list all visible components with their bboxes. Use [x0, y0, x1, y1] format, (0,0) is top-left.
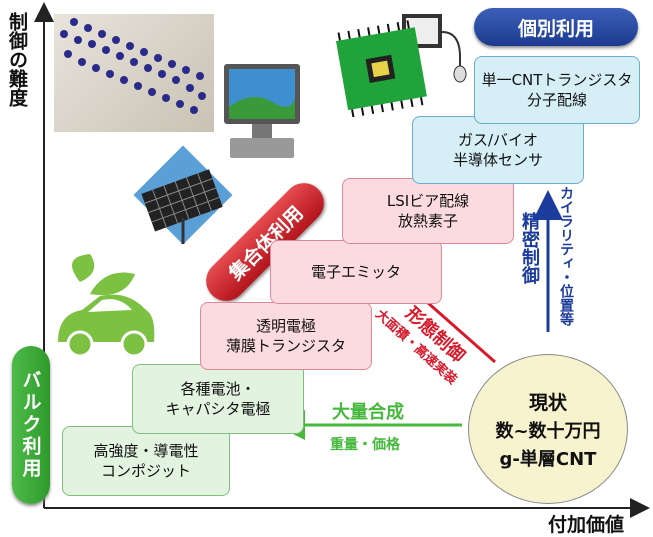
box-high-strength-composite: 高強度・導電性 コンポジット — [62, 426, 230, 496]
mass-synthesis-label: 大量合成 — [332, 402, 404, 423]
individual-use-badge: 個別利用 — [474, 8, 638, 46]
box-lsi-via: LSIビア配線 放熱素子 — [342, 178, 514, 244]
status-circle: 現状 数~数十万円 g-単層CNT — [468, 354, 628, 504]
eco-car-icon — [50, 252, 160, 362]
status-title: 現状 — [528, 391, 567, 414]
box-transparent-electrode: 透明電極 薄膜トランジスタ — [200, 302, 372, 370]
box-electron-emitter: 電子エミッタ — [270, 240, 442, 304]
status-unit: g-単層CNT — [499, 448, 597, 470]
weight-price-label: 重量・価格 — [330, 437, 400, 453]
precision-control-label: 精密制御 — [519, 212, 540, 284]
chip-icon — [330, 12, 470, 117]
x-axis-label: 付加価値 — [548, 514, 625, 536]
box-batteries-capacitors: 各種電池・ キャパシタ電極 — [132, 364, 304, 434]
y-axis-label: 制御の難度 — [6, 12, 28, 107]
tv-monitor-icon — [222, 62, 302, 162]
nanotube-image — [54, 14, 214, 132]
bulk-use-badge: バルク利用 — [12, 346, 50, 504]
solar-panel-icon — [128, 140, 238, 250]
status-price: 数~数十万円 — [495, 420, 601, 442]
chirality-position-label: カイラリティ・位置等 — [558, 186, 574, 326]
box-single-cnt-transistor: 単一CNTトランジスタ 分子配線 — [474, 56, 640, 124]
box-gas-bio-sensor: ガス/バイオ 半導体センサ — [412, 116, 584, 184]
